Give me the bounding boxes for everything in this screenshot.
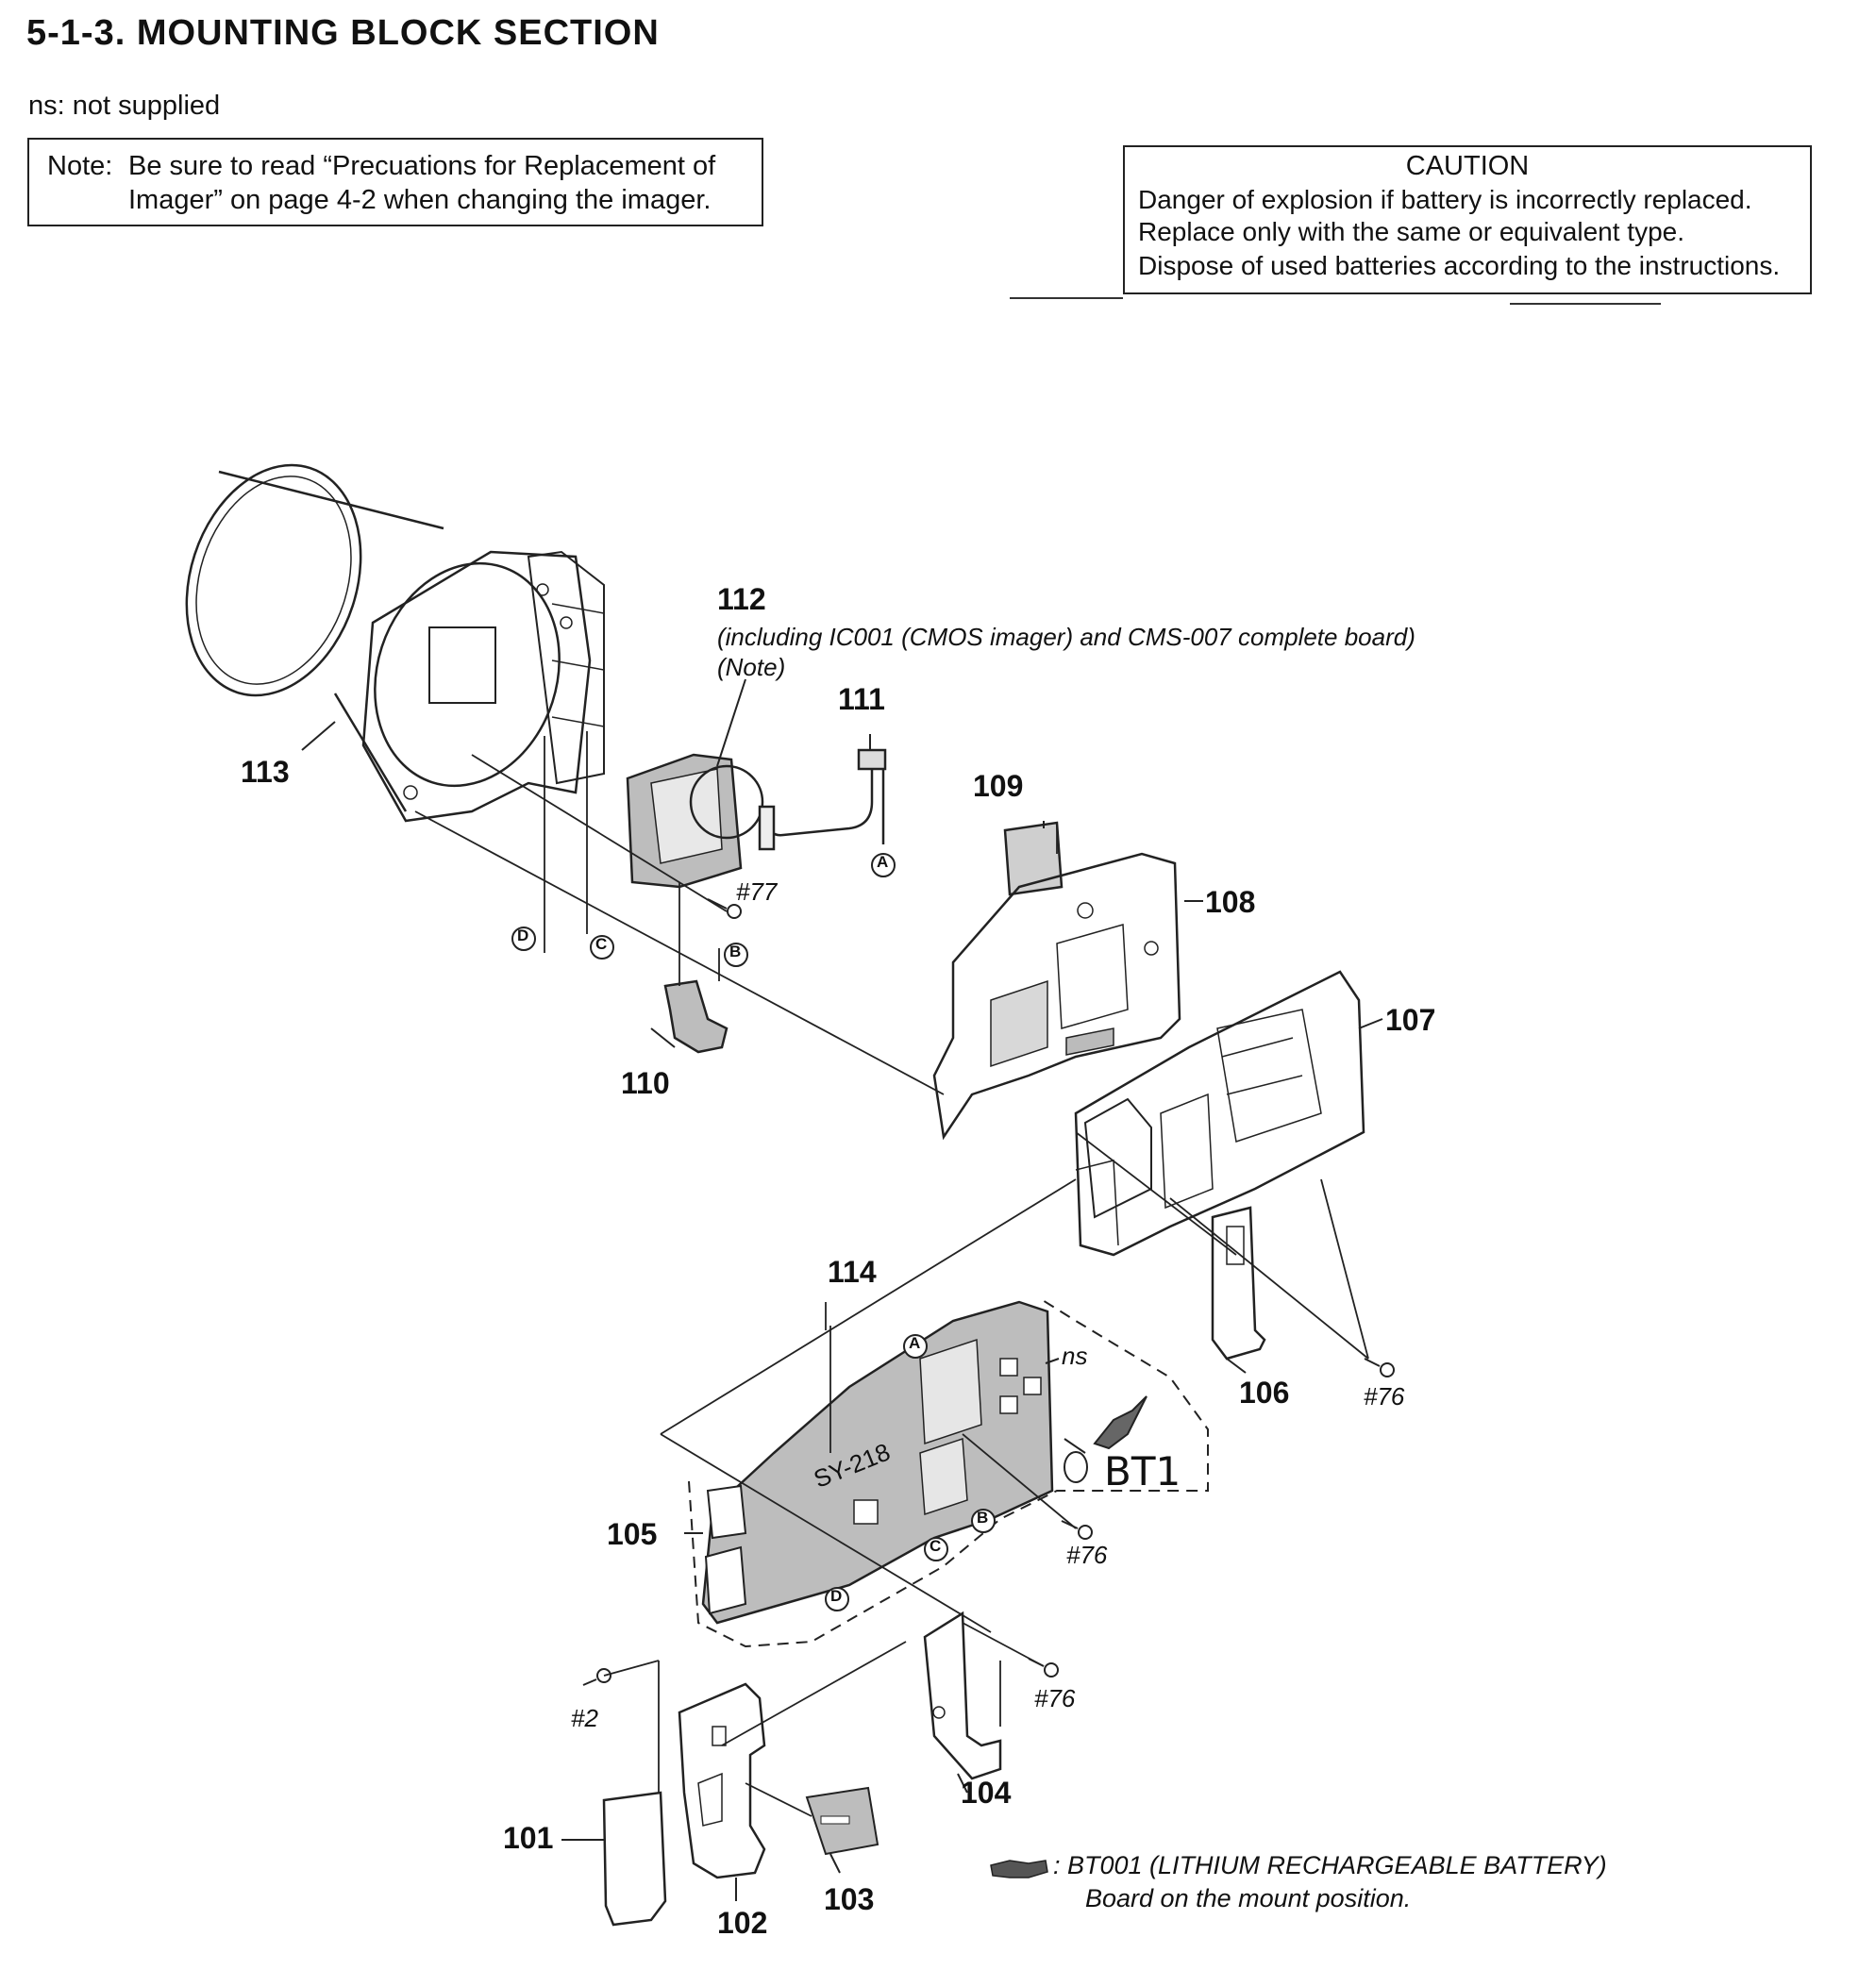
- cover-101: [602, 1791, 667, 1927]
- part-label-114: 114: [828, 1255, 877, 1289]
- battery-bt1: [1064, 1395, 1147, 1483]
- caution-title: CAUTION: [1405, 151, 1530, 181]
- screw-ref-2: #2: [571, 1704, 598, 1732]
- chassis-107: [1074, 970, 1365, 1257]
- screw-ref-76-b: #76: [1066, 1541, 1108, 1569]
- part-label-105: 105: [607, 1517, 658, 1551]
- connector-d-marker-board: [825, 1587, 849, 1611]
- connector-b-top: B: [729, 943, 742, 960]
- connector-b-marker-board: [971, 1509, 996, 1533]
- lens-block-113: [185, 463, 605, 823]
- connector-a-marker-board: [903, 1334, 928, 1359]
- main-board-105: [701, 1300, 1054, 1625]
- part-label-113: 113: [241, 755, 290, 789]
- part-112-note: (Note): [717, 653, 786, 681]
- screw-76-icon-1: [1364, 1358, 1395, 1377]
- battery-marker-icon: [990, 1860, 1048, 1878]
- caution-underline: [1010, 297, 1661, 305]
- screw-ref-76-c: #76: [1034, 1684, 1076, 1712]
- part-label-108: 108: [1205, 885, 1256, 919]
- footer-battery-note: Board on the mount position.: [1085, 1884, 1412, 1912]
- battery-bt1-label: BT1: [1104, 1448, 1181, 1494]
- connector-d-top: D: [517, 927, 529, 944]
- bracket-106: [1211, 1206, 1266, 1361]
- caution-line-2: Replace only with the same or equivalent…: [1138, 217, 1684, 246]
- connector-d-board: D: [830, 1587, 843, 1605]
- board-group-outline: [688, 1296, 1209, 1648]
- imager-board-112: [626, 753, 764, 889]
- frame-108: [932, 852, 1181, 1141]
- caution-line-3: Dispose of used batteries according to t…: [1138, 251, 1781, 280]
- part-label-103: 103: [824, 1882, 875, 1916]
- screw-2-icon: [582, 1668, 611, 1686]
- side-frame-102: [678, 1682, 766, 1879]
- screw-ref-77: #77: [736, 877, 778, 906]
- connector-c-marker-top: [590, 935, 614, 960]
- part-label-102: 102: [717, 1906, 768, 1940]
- part-label-107: 107: [1385, 1003, 1436, 1037]
- leader-lines: [301, 678, 1383, 1901]
- connector-b-board: B: [977, 1509, 989, 1527]
- screw-76-icon-2: [1061, 1520, 1093, 1540]
- connector-a-top: A: [877, 853, 889, 871]
- tag-103: [805, 1786, 879, 1856]
- connector-markers: [511, 853, 996, 1611]
- footer-battery-legend: : BT001 (LITHIUM RECHARGEABLE BATTERY): [1053, 1851, 1607, 1879]
- sheet-109: [1003, 821, 1064, 896]
- part-label-110: 110: [621, 1066, 670, 1100]
- part-label-106: 106: [1239, 1376, 1290, 1410]
- connector-d-marker-top: [511, 927, 536, 951]
- note-line-2: Imager” on page 4-2 when changing the im…: [128, 185, 712, 215]
- connector-c-marker-board: [924, 1537, 948, 1561]
- caution-line-1: Danger of explosion if battery is incorr…: [1138, 185, 1752, 214]
- note-label: Note:: [47, 151, 113, 181]
- connector-c-top: C: [595, 935, 608, 953]
- connector-c-board: C: [930, 1537, 942, 1555]
- page-title: 5-1-3. MOUNTING BLOCK SECTION: [26, 13, 660, 53]
- note-box: [27, 138, 763, 226]
- connector-a-marker-top: [871, 853, 896, 877]
- not-supplied-mark: ns: [1062, 1342, 1088, 1370]
- part-label-109: 109: [973, 769, 1024, 803]
- shield-plate-104: [923, 1611, 1002, 1780]
- note-line-1: Be sure to read “Precuations for Replace…: [128, 151, 716, 181]
- legend-not-supplied: ns: not supplied: [28, 91, 221, 121]
- part-label-101: 101: [503, 1821, 554, 1855]
- connector-b-marker-top: [724, 943, 748, 967]
- assembly-guide-lines: [414, 731, 1369, 1817]
- part-label-104: 104: [961, 1776, 1012, 1810]
- screw-77-icon: [707, 898, 742, 919]
- caution-box: [1123, 145, 1812, 294]
- screw-ref-76-a: #76: [1364, 1382, 1405, 1411]
- bracket-110: [663, 979, 729, 1054]
- flexible-cable-111: [758, 748, 887, 851]
- part-112-description: (including IC001 (CMOS imager) and CMS-0…: [717, 623, 1415, 651]
- part-label-112: 112: [717, 582, 766, 616]
- connector-a-board: A: [909, 1334, 921, 1352]
- part-label-111: 111: [838, 682, 885, 716]
